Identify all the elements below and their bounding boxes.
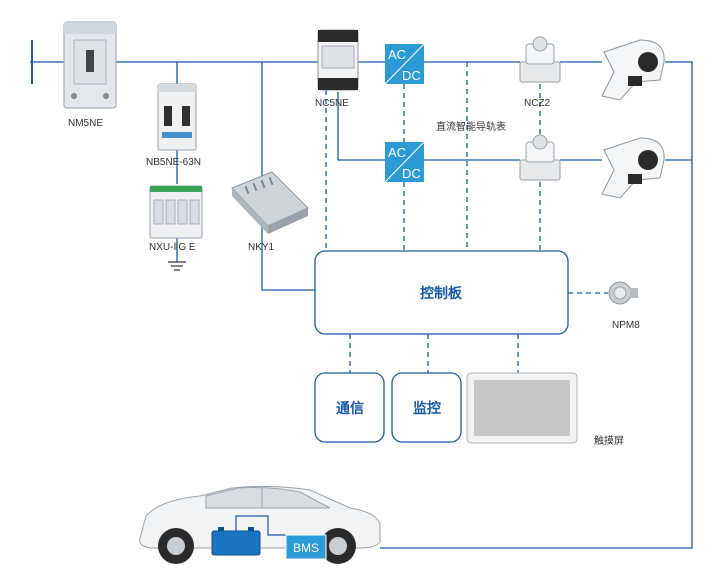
touch-screen-icon [466, 372, 578, 444]
acdc-bottom-dc-label: DC [402, 166, 421, 181]
charging-gun-bottom-icon [601, 137, 665, 199]
ground-icon [168, 261, 186, 271]
ncz2-relay-bottom-icon [519, 134, 561, 181]
npm8-indicator-icon [608, 281, 638, 305]
bms-box [285, 534, 327, 560]
electric-car-icon [139, 485, 381, 564]
acdc-converter-top-icon [384, 43, 425, 85]
communication-box [314, 372, 385, 443]
acdc-converter-bottom-icon [384, 141, 425, 183]
bms-wire [235, 515, 286, 536]
nxu-surge-protector-icon [149, 185, 203, 239]
nc5ne-label: NC5NE [315, 98, 349, 109]
nky1-power-supply-icon [231, 171, 309, 234]
monitoring-box [391, 372, 462, 443]
nc5ne-contactor-icon [317, 29, 359, 91]
bms-label: BMS [293, 541, 319, 555]
nm5ne-label: NM5NE [68, 118, 104, 129]
charging-gun-top-icon [601, 39, 665, 101]
ncz2-relay-top-icon [519, 36, 561, 83]
acdc-top-ac-label: AC [388, 47, 406, 62]
control-board-label: 控制板 [420, 285, 463, 302]
monitoring-label: 监控 [413, 400, 441, 417]
nxu-label: NXU-ⅡG E [149, 242, 196, 253]
battery-icon [211, 527, 261, 556]
nb5ne-label: NB5NE-63N [146, 157, 202, 168]
communication-label: 通信 [336, 400, 364, 417]
nm5ne-breaker-icon [63, 21, 117, 109]
power-wires [30, 61, 693, 549]
control-board [314, 250, 569, 335]
rail-meter-label: 直流智能导轨表 [436, 122, 506, 133]
acdc-bottom-ac-label: AC [388, 145, 406, 160]
npm8-label: NPM8 [612, 320, 640, 331]
ncz2-label: NCZ2 [524, 98, 551, 109]
signal-lines [325, 62, 608, 373]
acdc-top-dc-label: DC [402, 68, 421, 83]
nb5ne-breaker-icon [157, 83, 197, 151]
touch-screen-label: 触摸屏 [594, 436, 624, 447]
nky1-label: NKY1 [248, 242, 275, 253]
